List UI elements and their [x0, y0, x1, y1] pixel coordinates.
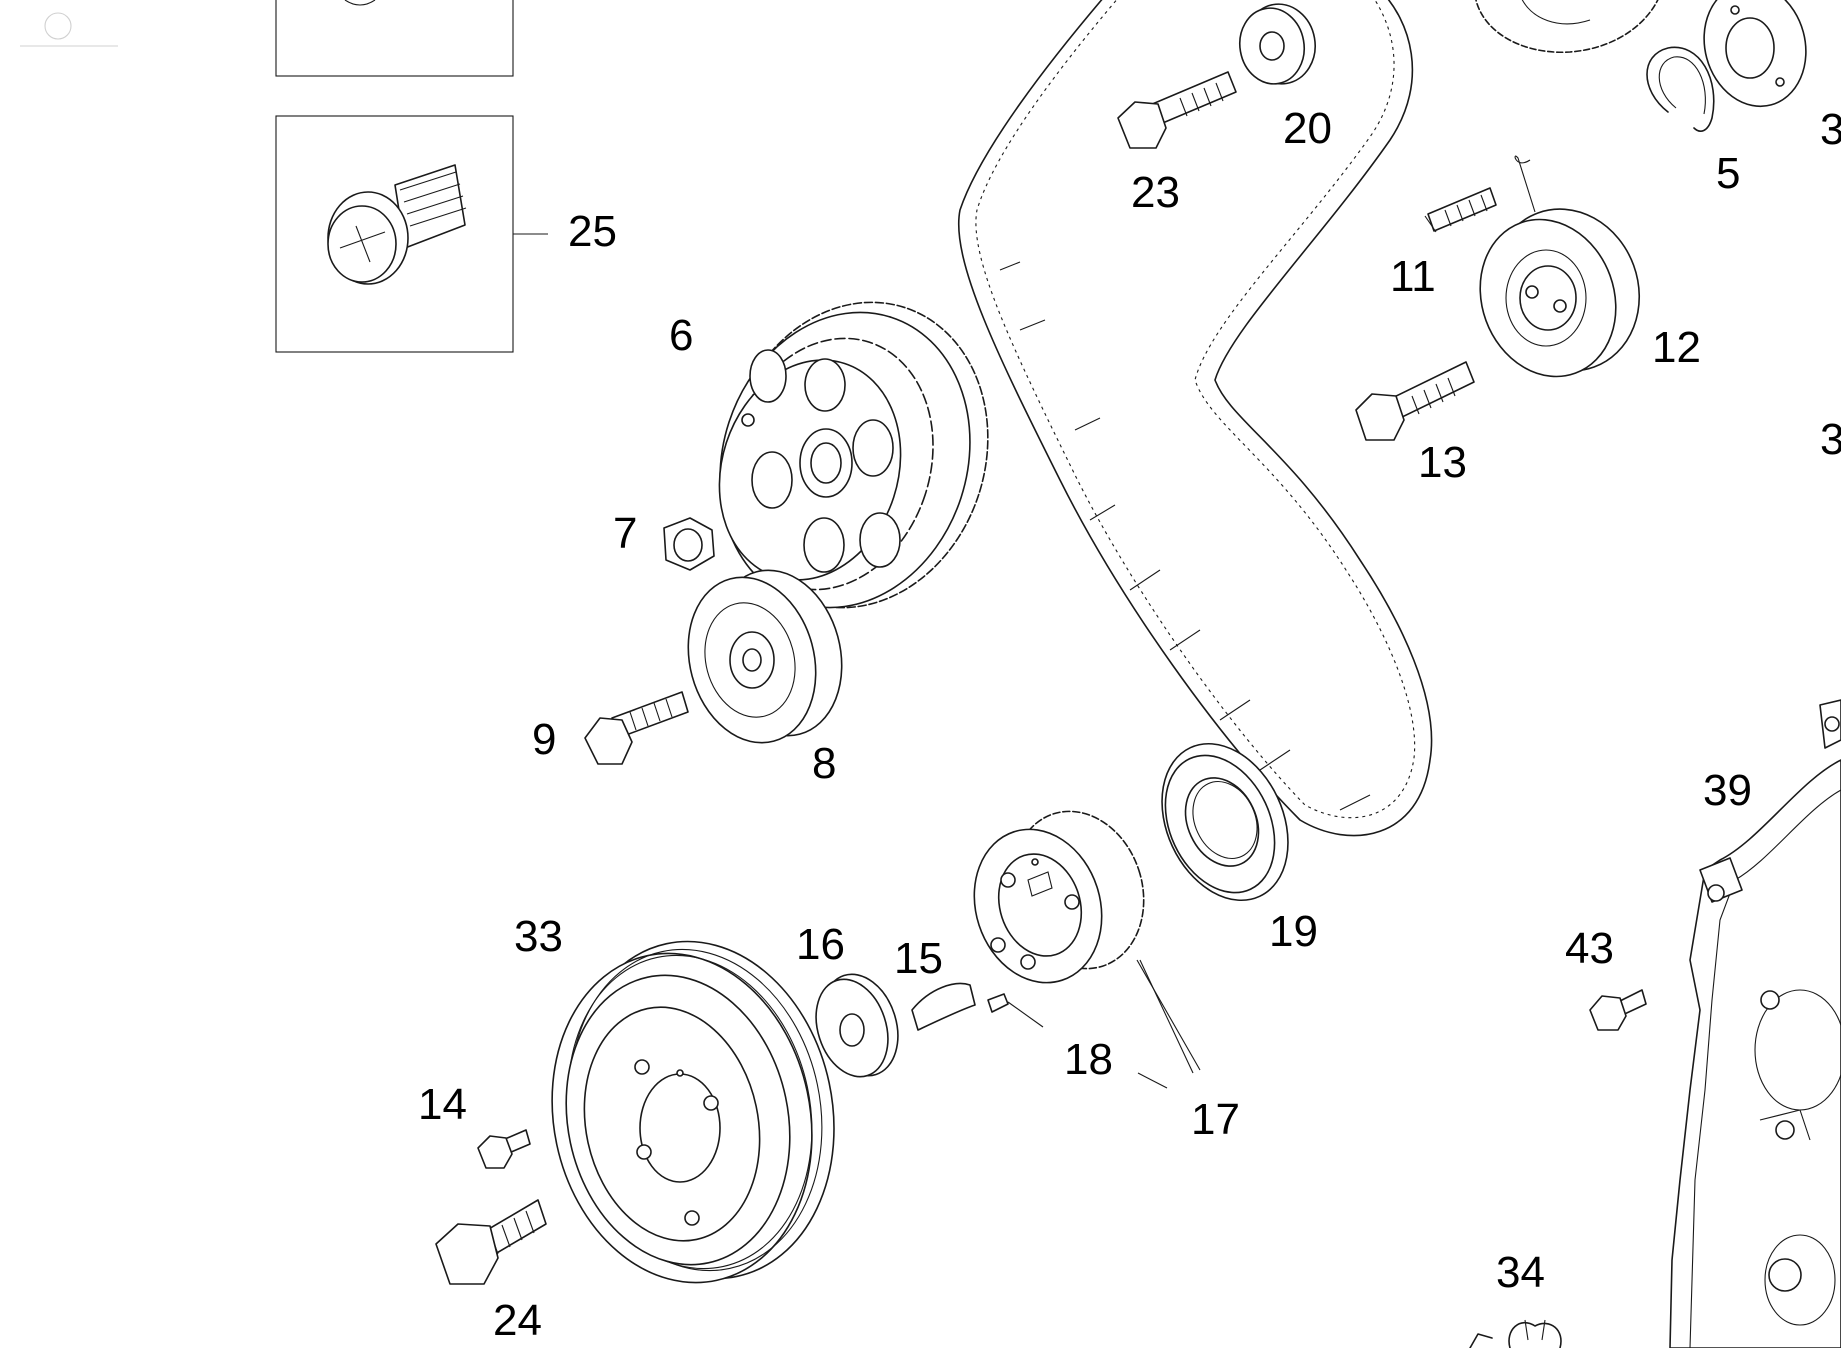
- tensioner-pulley-12-icon: [1479, 155, 1641, 378]
- nut-7-icon: [663, 517, 715, 571]
- callout-5: 5: [1716, 149, 1741, 198]
- pin-18-icon: [987, 993, 1044, 1028]
- callout-43: 43: [1565, 924, 1614, 973]
- callout-16: 16: [796, 920, 845, 969]
- timing-belt-icon: [958, 0, 1433, 837]
- callout-7: 7: [613, 509, 638, 558]
- callout-34: 34: [1496, 1248, 1545, 1297]
- bolt-9-icon: [584, 691, 689, 765]
- bolt-23-icon: [1117, 71, 1237, 149]
- callout-15: 15: [894, 934, 943, 983]
- callout-33: 33: [514, 912, 563, 961]
- watermark-logo: [20, 12, 118, 47]
- callout-12: 12: [1652, 323, 1701, 372]
- clip-34-icon: [1469, 1319, 1562, 1348]
- bolt-13-icon: [1355, 361, 1475, 441]
- callout-19: 19: [1269, 907, 1318, 956]
- detail-box-top: [275, 0, 514, 77]
- callout-25: 25: [568, 207, 617, 256]
- callout-17: 17: [1191, 1095, 1240, 1144]
- detail-box-25: [275, 115, 548, 353]
- callout-20: 20: [1283, 104, 1332, 153]
- washer-16-icon: [815, 973, 899, 1078]
- callout-6: 6: [669, 311, 694, 360]
- bolt-24-icon: [435, 1199, 547, 1285]
- seal-19-icon: [1161, 742, 1289, 902]
- callout-39: 39: [1703, 766, 1752, 815]
- screw-25-icon: [327, 164, 467, 285]
- crankshaft-pulley-33-icon: [551, 940, 835, 1284]
- circlip-5-icon: [1646, 46, 1715, 132]
- callout-11: 11: [1390, 252, 1436, 301]
- callout-18: 18: [1064, 1035, 1113, 1084]
- callout-13: 13: [1418, 438, 1467, 487]
- crankshaft-sprocket-17-icon: [973, 810, 1201, 1074]
- callout-9: 9: [532, 715, 557, 764]
- spring-pin-11-icon: [1424, 187, 1497, 233]
- bolt-43-icon: [1589, 989, 1647, 1031]
- camshaft-gear-icon: [718, 301, 989, 609]
- leader-line-18: [1137, 1072, 1168, 1089]
- callout-3-right: 3: [1820, 415, 1841, 464]
- idler-pulley-8-icon: [687, 569, 843, 744]
- timing-cover-39-icon: [1669, 699, 1841, 1348]
- callout-23: 23: [1131, 168, 1180, 217]
- bolt-14-icon: [477, 1129, 531, 1169]
- washer-20-icon: [1239, 3, 1316, 85]
- callout-3-top: 3: [1820, 105, 1841, 154]
- gear-top-right-icon: [1475, 0, 1807, 108]
- callout-14: 14: [418, 1080, 467, 1129]
- callout-8: 8: [812, 739, 837, 788]
- woodruff-key-15-icon: [911, 982, 976, 1031]
- callout-24: 24: [493, 1296, 542, 1345]
